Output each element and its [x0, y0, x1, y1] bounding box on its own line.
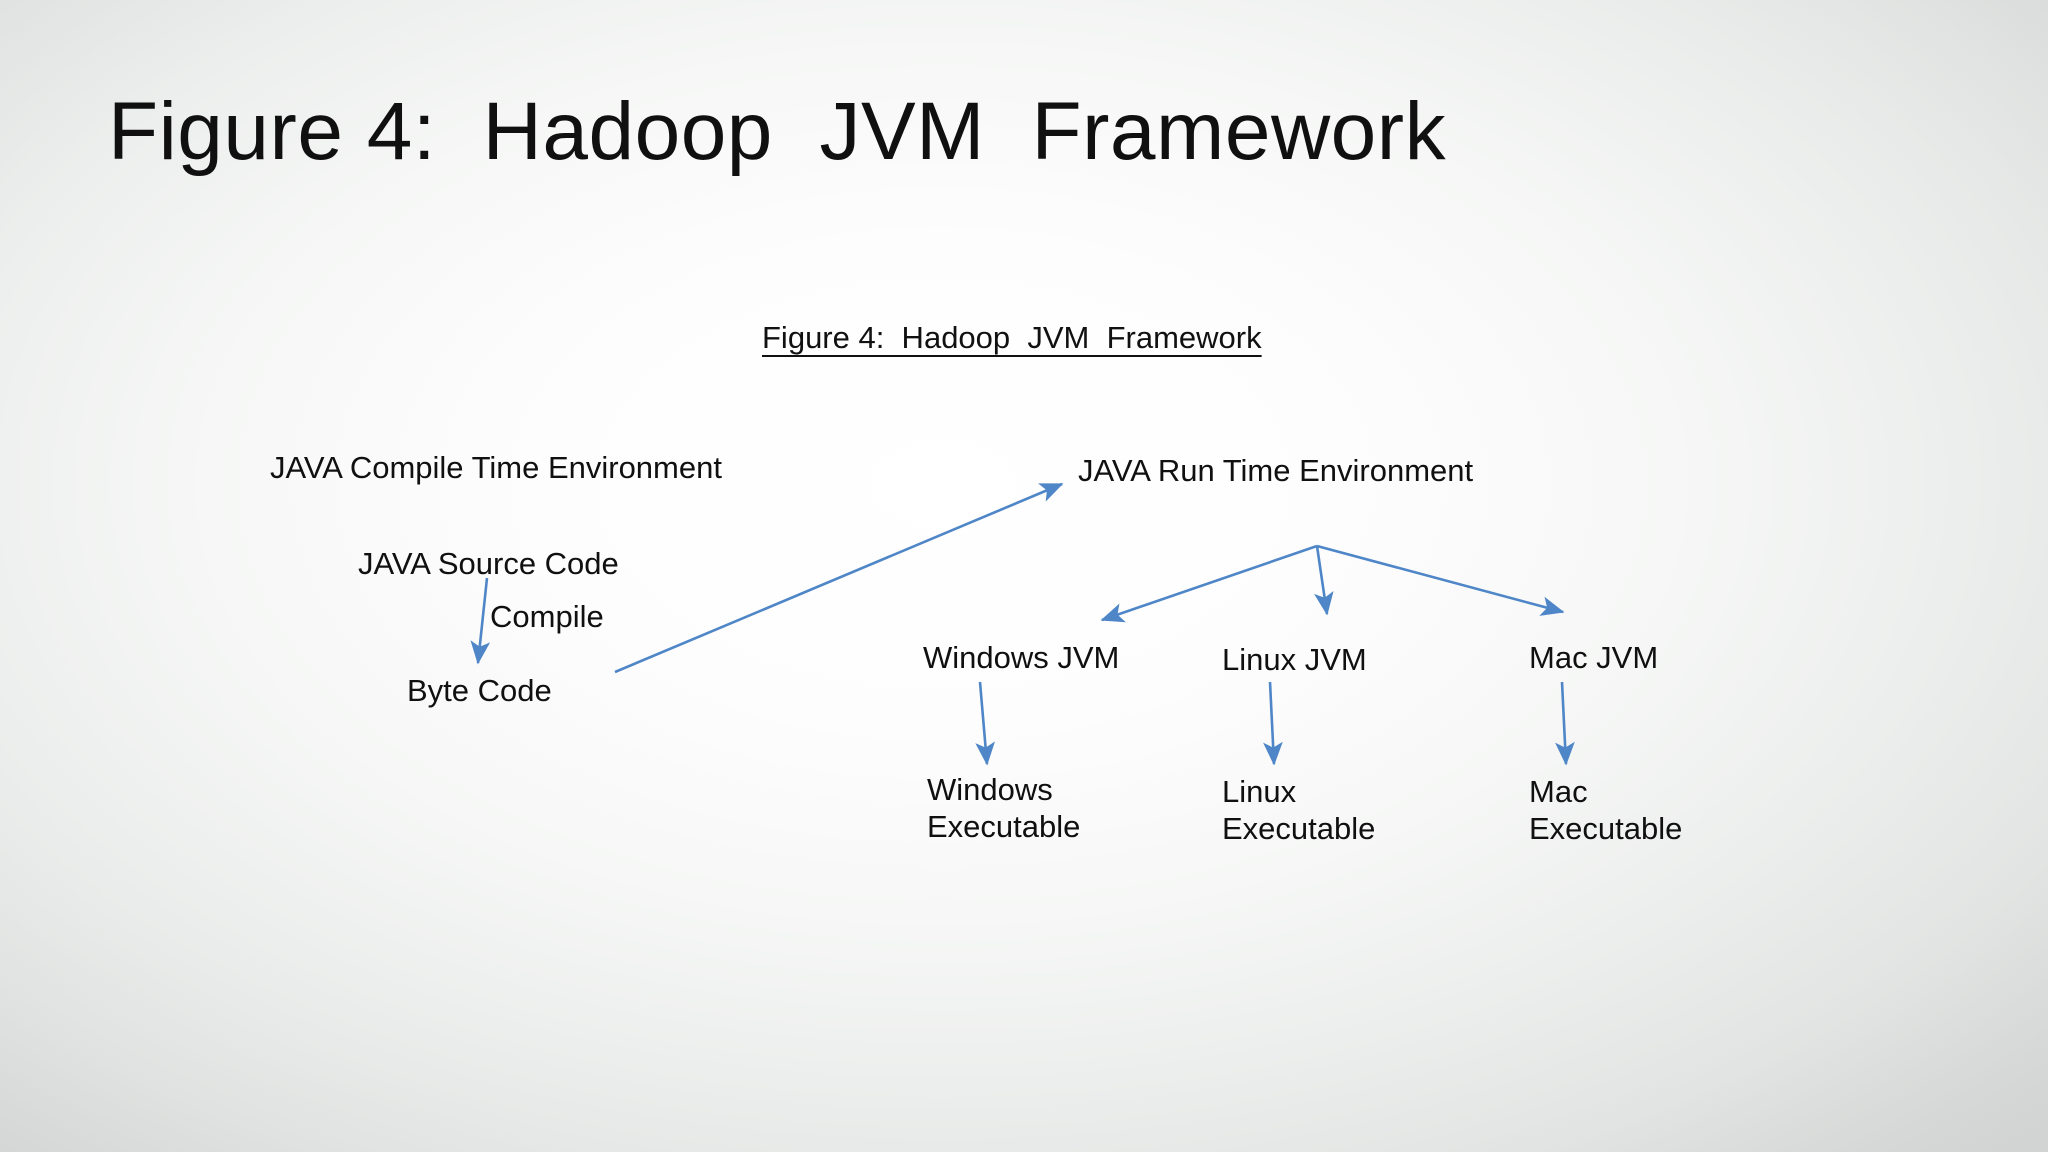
arrow-runtime-to-windows-jvm	[1100, 544, 1318, 623]
label-mac-jvm: Mac JVM	[1529, 640, 1659, 675]
label-java-run-time-environment: JAVA Run Time Environment	[1078, 453, 1474, 488]
label-linux-jvm: Linux JVM	[1222, 642, 1367, 677]
figure-caption: Figure 4: Hadoop JVM Framework	[762, 320, 1262, 355]
label-java-source-code: JAVA Source Code	[358, 546, 619, 581]
arrow-mac-jvm-to-executable	[1555, 681, 1575, 766]
arrow-linux-jvm-to-executable	[1263, 681, 1283, 766]
page-title: Figure 4: Hadoop JVM Framework	[108, 86, 1447, 177]
label-compile: Compile	[490, 599, 604, 634]
arrow-runtime-to-mac-jvm	[1316, 544, 1565, 616]
arrow-runtime-to-linux-jvm	[1314, 545, 1334, 616]
label-windows-jvm: Windows JVM	[923, 640, 1120, 675]
label-linux-executable: Linux Executable	[1222, 774, 1376, 846]
label-byte-code: Byte Code	[407, 673, 552, 708]
arrow-windows-jvm-to-executable	[975, 681, 995, 766]
label-windows-executable: Windows Executable	[927, 772, 1081, 844]
label-java-compile-time-environment: JAVA Compile Time Environment	[270, 450, 722, 485]
arrow-bytecode-to-runtime	[614, 482, 1064, 674]
arrow-compile	[470, 577, 491, 665]
label-mac-executable: Mac Executable	[1529, 774, 1683, 846]
